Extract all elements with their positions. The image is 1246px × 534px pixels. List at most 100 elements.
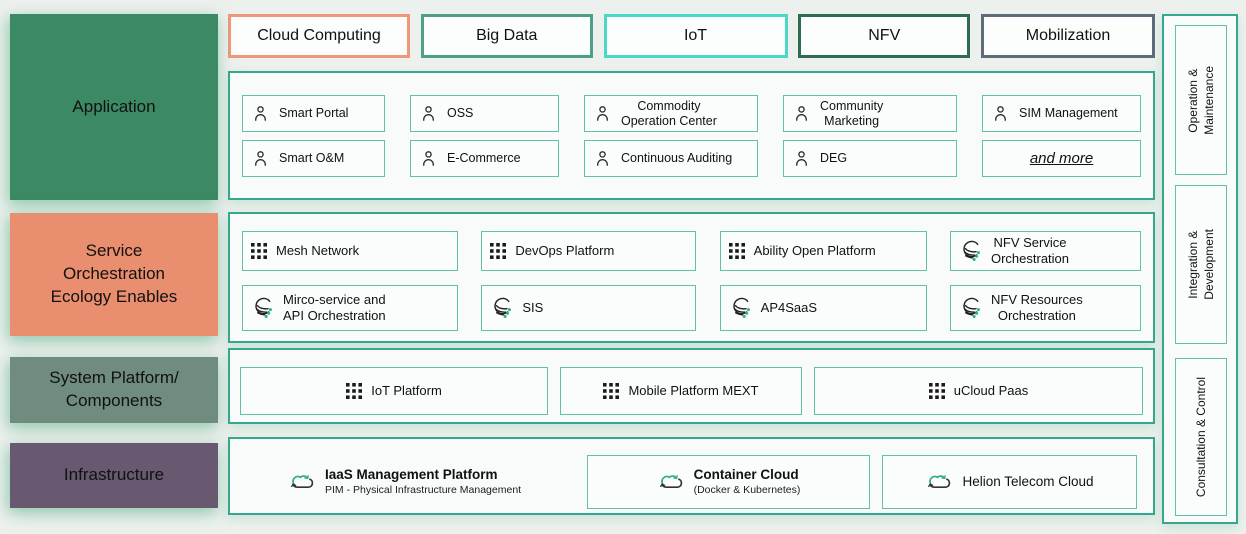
person-icon (251, 104, 270, 123)
item-label: Mesh Network (276, 243, 360, 259)
row-label-infrastructure: Infrastructure (10, 443, 218, 508)
sidebar-item-label: Consultation & Control (1193, 376, 1208, 498)
item-community-marketing: Community Marketing (783, 95, 957, 132)
item-label: Continuous Auditing (621, 151, 733, 165)
item-smart-portal: Smart Portal (242, 95, 385, 132)
person-icon (991, 104, 1010, 123)
item-ability-open-platform: Ability Open Platform (719, 231, 927, 271)
person-icon (419, 149, 438, 168)
item-label: Mirco-service and API Orchestration (283, 292, 386, 323)
sidebar-item-label: Integration & Development (1185, 229, 1216, 300)
sidebar-item-operation-maintenance: Operation & Maintenance (1175, 25, 1227, 175)
item-and-more: and more (982, 140, 1141, 177)
item-label: Helion Telecom Cloud (962, 473, 1094, 489)
orchestration-icon (251, 297, 274, 320)
application-items: Smart Portal OSS Commodity Operation Cente… (230, 73, 1153, 198)
sidebar-support-functions: Operation & Maintenance Integration & De… (1162, 14, 1238, 524)
person-icon (593, 104, 612, 123)
item-nfv-resources-orchestration: NFV Resources Orchestration (949, 285, 1141, 331)
sidebar-item-label: Operation & Maintenance (1185, 65, 1216, 135)
tag-cloud-computing: Cloud Computing (228, 14, 410, 58)
item-label: AP4SaaS (760, 300, 818, 316)
item-mesh-network: Mesh Network (242, 231, 458, 271)
grid-icon (346, 383, 363, 399)
item-devops-platform: DevOps Platform (481, 231, 697, 271)
item-label: uCloud Paas (953, 383, 1029, 399)
item-deg: DEG (783, 140, 957, 177)
cloud-sync-icon (925, 472, 953, 493)
item-sis: SIS (481, 285, 697, 331)
item-label: DevOps Platform (515, 243, 615, 259)
item-label: Smart O&M (279, 151, 345, 165)
person-icon (792, 149, 811, 168)
orchestration-icon (959, 240, 982, 263)
tag-big-data: Big Data (420, 14, 593, 58)
row-box-application: Smart Portal OSS Commodity Operation Cente… (228, 71, 1155, 200)
item-label: Container Cloud (693, 467, 799, 483)
technology-tags: Cloud Computing Big Data IoT NFV Mobiliz… (228, 14, 1155, 58)
grid-icon (603, 383, 620, 399)
item-label: DEG (820, 151, 848, 165)
item-oss: OSS (410, 95, 559, 132)
orchestration-icon (729, 297, 752, 320)
row-box-service-orchestration: Mesh Network DevOps Platform Ability Open … (228, 212, 1155, 343)
grid-icon (251, 243, 267, 259)
item-label: OSS (447, 106, 474, 120)
item-label: Ability Open Platform (753, 243, 876, 259)
item-helion-telecom-cloud: Helion Telecom Cloud (882, 455, 1137, 509)
item-mobile-platform-mext: Mobile Platform MEXT (560, 367, 802, 415)
item-label: Community Marketing (820, 98, 884, 128)
row-box-system-platform: IoT Platform Mobile Platform MEXT uCloud P… (228, 348, 1155, 424)
item-e-commerce: E-Commerce (410, 140, 559, 177)
item-label: IaaS Management Platform (325, 467, 498, 483)
item-label: and more (1029, 149, 1094, 167)
tag-label: NFV (868, 27, 901, 44)
item-mirco-service-and-api-orchestration: Mirco-service and API Orchestration (242, 285, 458, 331)
item-ap4saas: AP4SaaS (719, 285, 927, 331)
item-label: SIS (522, 300, 544, 316)
service-orchestration-items: Mesh Network DevOps Platform Ability Open … (230, 214, 1153, 341)
item-container-cloud: Container Cloud(Docker & Kubernetes) (587, 455, 870, 509)
item-ucloud-paas: uCloud Paas (814, 367, 1143, 415)
item-iot-platform: IoT Platform (240, 367, 548, 415)
system-platform-items: IoT Platform Mobile Platform MEXT uCloud P… (230, 350, 1153, 422)
cloud-sync-icon (288, 472, 316, 493)
tag-label: IoT (683, 27, 708, 44)
item-nfv-service-orchestration: NFV Service Orchestration (949, 231, 1141, 271)
sidebar-item-integration-development: Integration & Development (1175, 185, 1227, 344)
grid-icon (928, 383, 945, 399)
grid-icon (490, 243, 507, 259)
item-label: Commodity Operation Center (621, 98, 717, 128)
person-icon (593, 149, 612, 168)
row-label-system-platform: System Platform/ Components (10, 357, 218, 423)
orchestration-icon (959, 297, 982, 320)
orchestration-icon (490, 297, 513, 320)
item-label: NFV Service Orchestration (990, 235, 1070, 266)
person-icon (792, 104, 811, 123)
item-commodity-operation-center: Commodity Operation Center (584, 95, 758, 132)
sidebar-item-consultation-control: Consultation & Control (1175, 358, 1227, 516)
tag-mobilization: Mobilization (981, 14, 1155, 58)
item-sublabel: (Docker & Kubernetes) (693, 483, 801, 496)
tag-label: Mobilization (1025, 27, 1111, 44)
item-label: NFV Resources Orchestration (990, 292, 1083, 323)
item-smart-o-m: Smart O&M (242, 140, 385, 177)
grid-icon (728, 243, 745, 259)
item-sublabel: PIM - Physical Infrastructure Management (325, 483, 522, 496)
item-label: Mobile Platform MEXT (628, 383, 759, 399)
tag-label: Big Data (476, 27, 538, 44)
tag-iot: IoT (603, 14, 788, 58)
item-label: IoT Platform (371, 383, 442, 399)
person-icon (419, 104, 438, 123)
item-sim-management: SIM Management (982, 95, 1141, 132)
row-label-service-orchestration: Service Orchestration Ecology Enables (10, 213, 218, 336)
cloud-sync-icon (657, 472, 685, 493)
item-continuous-auditing: Continuous Auditing (584, 140, 758, 177)
item-label: SIM Management (1019, 106, 1118, 120)
person-icon (251, 149, 270, 168)
